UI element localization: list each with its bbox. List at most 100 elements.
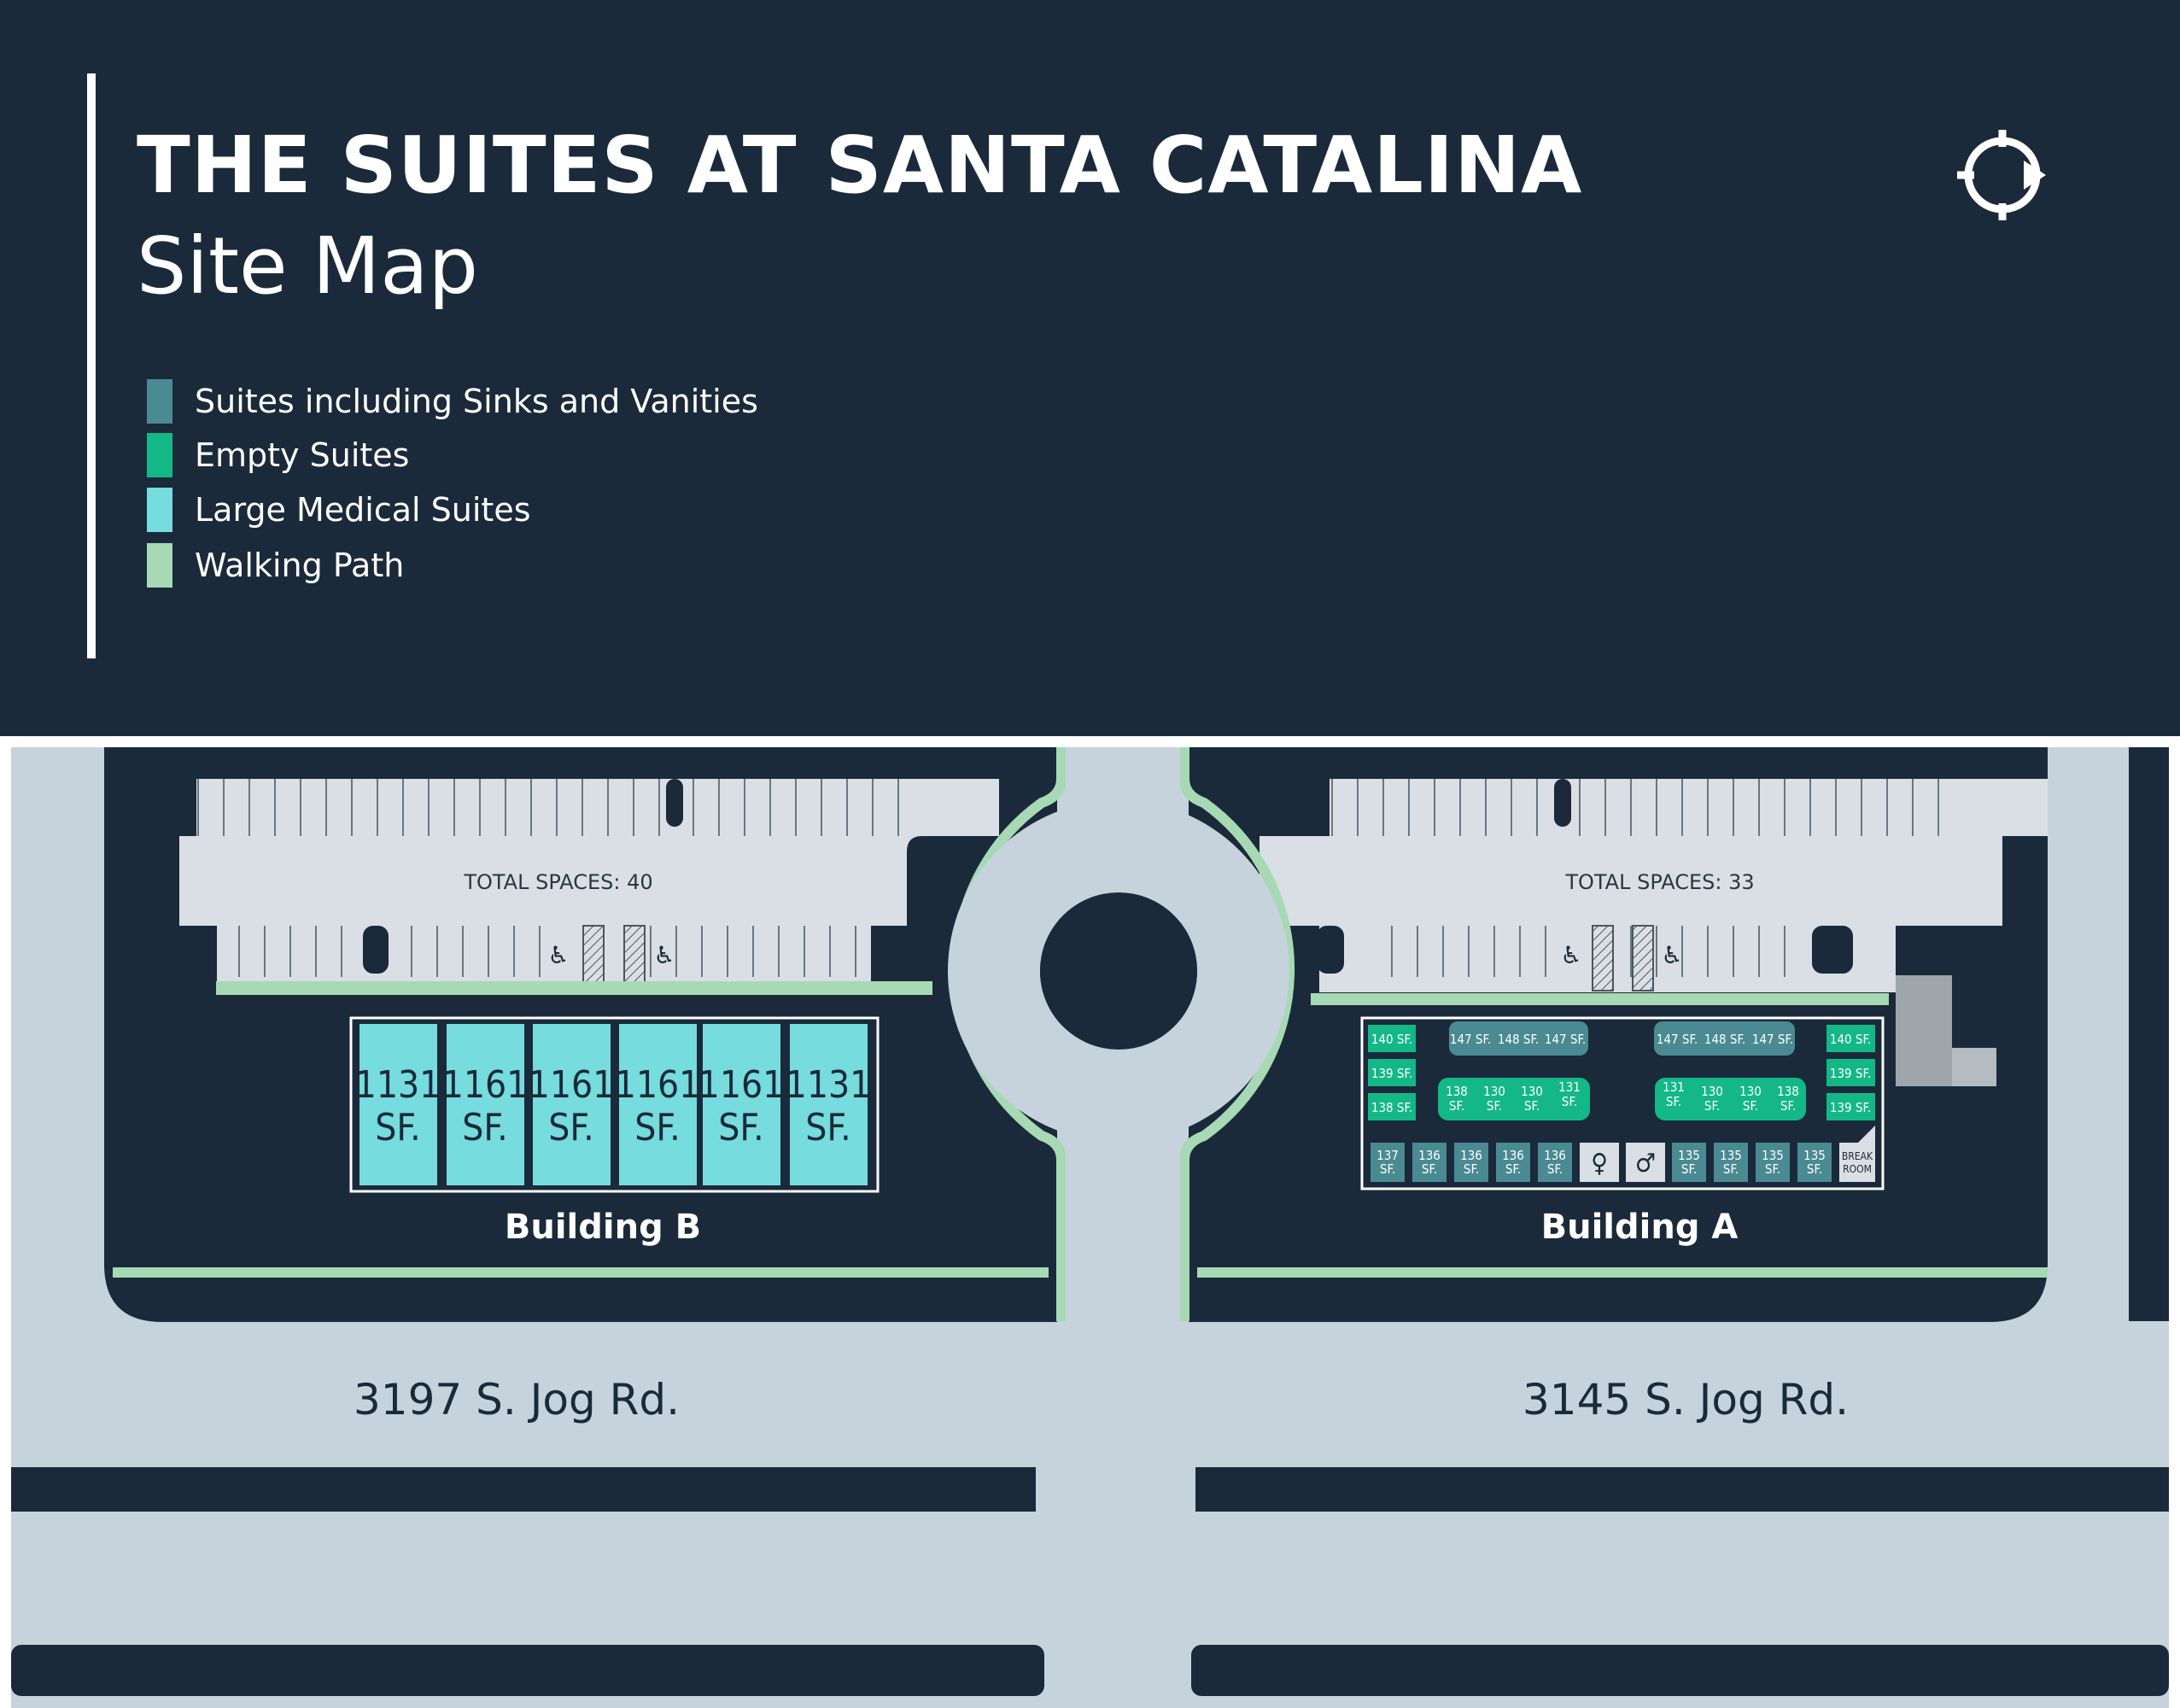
suite-a-top-right-2[interactable]: 148 SF. [1704, 1032, 1745, 1047]
building-b-suites [359, 1024, 868, 1185]
suite-a-right-2-label: 139 SF. [1830, 1066, 1871, 1081]
road-median-west-lower [11, 1645, 1044, 1696]
parking-stall-lines-west [197, 779, 899, 977]
suite-a-left-1[interactable] [1368, 1025, 1416, 1052]
suite-b-6-unit: SF. [805, 1106, 850, 1149]
building-a-label: Building A [1541, 1208, 1739, 1247]
suite-b-2[interactable] [447, 1024, 524, 1185]
annex-block-small [1952, 1048, 1996, 1086]
legend-item-walking-path: Walking Path [147, 543, 404, 588]
suite-a-mid-left-3-unit: SF. [1524, 1098, 1540, 1114]
suite-b-4-size: 1161 [615, 1063, 701, 1107]
legend-label: Walking Path [195, 547, 405, 584]
suite-a-bottom-left-2-size: 136 [1418, 1148, 1441, 1163]
suite-a-bottom-right-3-size: 135 [1762, 1148, 1784, 1163]
suite-a-bottom-right-2-size: 135 [1720, 1148, 1742, 1163]
suite-a-bottom-right-1-size: 135 [1678, 1148, 1700, 1163]
legend-swatch-empty [147, 433, 172, 477]
suite-a-bottom-left-4[interactable] [1496, 1143, 1530, 1182]
legend-label: Large Medical Suites [195, 491, 531, 529]
suite-a-mid-left-4-size[interactable]: 131 [1558, 1079, 1581, 1095]
suite-a-mid-left-3-size[interactable]: 130 [1521, 1084, 1543, 1099]
suite-b-6[interactable] [790, 1024, 868, 1185]
suite-a-right-1[interactable] [1826, 1025, 1875, 1052]
parking-stall-lines-east [1331, 779, 1939, 977]
suite-a-bottom-left-5-unit: SF. [1547, 1161, 1563, 1177]
lot-strip-far-east [2129, 747, 2169, 1321]
suite-group-a-middle-left [1438, 1078, 1590, 1120]
suite-a-bottom-right-4-unit: SF. [1807, 1161, 1822, 1177]
suite-a-mid-right-3-unit: SF. [1743, 1098, 1758, 1114]
suite-a-bottom-left-2[interactable] [1412, 1143, 1447, 1182]
suite-a-mid-right-4-size[interactable]: 138 [1777, 1084, 1799, 1099]
road-median-east [1195, 1467, 2169, 1512]
legend-item-large-medical: Large Medical Suites [147, 488, 531, 532]
suite-b-4[interactable] [619, 1024, 697, 1185]
suite-group-a-top-right [1654, 1021, 1795, 1056]
break-room [1839, 1126, 1875, 1182]
suite-a-bottom-left-5[interactable] [1538, 1143, 1572, 1182]
road-median-west [11, 1467, 1036, 1512]
suite-a-right-2[interactable] [1826, 1059, 1875, 1086]
compass-icon [1957, 130, 2046, 220]
legend-item-sinks: Suites including Sinks and Vanities [147, 379, 758, 424]
suite-a-top-left-3[interactable]: 147 SF. [1545, 1032, 1586, 1047]
suite-group-a-middle-right [1655, 1078, 1806, 1120]
suite-a-bottom-left-1-unit: SF. [1380, 1161, 1395, 1177]
suite-a-top-left-1[interactable]: 147 SF. [1450, 1032, 1491, 1047]
suite-b-2-size: 1161 [442, 1063, 529, 1107]
legend-label: Suites including Sinks and Vanities [195, 383, 758, 420]
suite-a-mid-left-1-size[interactable]: 138 [1446, 1084, 1468, 1099]
accessible-aisle-east-2 [1632, 925, 1654, 991]
suite-a-bottom-left-3[interactable] [1454, 1143, 1488, 1182]
suite-a-left-2-label: 139 SF. [1371, 1066, 1412, 1081]
accessible-aisle-east-1 [1592, 925, 1614, 991]
suite-a-left-3[interactable] [1368, 1093, 1416, 1120]
suite-a-top-right-1[interactable]: 147 SF. [1657, 1032, 1698, 1047]
suite-a-bottom-right-4[interactable] [1797, 1143, 1832, 1182]
suite-b-1-unit: SF. [375, 1106, 420, 1149]
walking-path-east-loop [1179, 747, 1295, 1321]
suite-a-bottom-right-3-unit: SF. [1765, 1161, 1780, 1177]
suite-a-mid-left-2-unit: SF. [1487, 1098, 1502, 1114]
suite-a-mid-right-1-size[interactable]: 131 [1663, 1079, 1685, 1095]
suite-a-mid-left-2-size[interactable]: 130 [1483, 1084, 1505, 1099]
suite-a-bottom-right-3[interactable] [1756, 1143, 1790, 1182]
suite-a-bottom-right-1-unit: SF. [1681, 1161, 1697, 1177]
legend-label: Empty Suites [195, 436, 410, 474]
suite-a-bottom-right-2[interactable] [1714, 1143, 1748, 1182]
suite-a-mid-right-1-unit: SF. [1666, 1094, 1681, 1109]
header-accent-bar [87, 73, 96, 658]
suite-b-3-size: 1161 [529, 1063, 615, 1107]
suite-a-left-2[interactable] [1368, 1059, 1416, 1086]
suite-a-bottom-right-4-size: 135 [1803, 1148, 1826, 1163]
suite-a-bottom-right-1[interactable] [1672, 1143, 1706, 1182]
legend-swatch-sinks [147, 379, 172, 424]
suite-a-right-1-label: 140 SF. [1830, 1032, 1871, 1047]
suite-b-3[interactable] [533, 1024, 611, 1185]
accessible-aisle-west-1 [582, 925, 605, 991]
suite-a-mid-right-2-size[interactable]: 130 [1701, 1084, 1723, 1099]
suite-a-right-3[interactable] [1826, 1093, 1875, 1120]
suite-a-bottom-right-2-unit: SF. [1723, 1161, 1739, 1177]
suite-a-top-left-2[interactable]: 148 SF. [1498, 1032, 1539, 1047]
suite-b-5-size: 1161 [698, 1063, 785, 1107]
page-subtitle: Site Map [137, 220, 479, 312]
suite-b-4-unit: SF. [634, 1106, 680, 1149]
suite-a-bottom-left-1[interactable] [1371, 1143, 1405, 1182]
suite-group-a-top-left [1449, 1021, 1588, 1056]
suite-b-1-size: 1131 [355, 1063, 441, 1107]
suite-a-top-right-3[interactable]: 147 SF. [1752, 1032, 1793, 1047]
suite-b-5[interactable] [703, 1024, 780, 1185]
total-spaces-east: TOTAL SPACES: 33 [1564, 870, 1754, 894]
site-map: ♿ ♿ ♿ ♿ TOTAL SPACES: 40 TOTAL SPACES: 3… [0, 736, 2180, 1708]
suite-a-right-3-label: 139 SF. [1830, 1100, 1871, 1115]
suite-a-mid-right-3-size[interactable]: 130 [1739, 1084, 1762, 1099]
accessible-icon: ♿ [1661, 941, 1682, 969]
suite-b-1[interactable] [359, 1024, 437, 1185]
legend-swatch-walking-path [147, 543, 172, 588]
suite-b-3-unit: SF. [548, 1106, 593, 1149]
suite-a-bottom-left-1-size: 137 [1376, 1148, 1399, 1163]
header-panel: THE SUITES AT SANTA CATALINA Site Map Su… [0, 0, 2180, 736]
restroom-women [1580, 1143, 1619, 1182]
